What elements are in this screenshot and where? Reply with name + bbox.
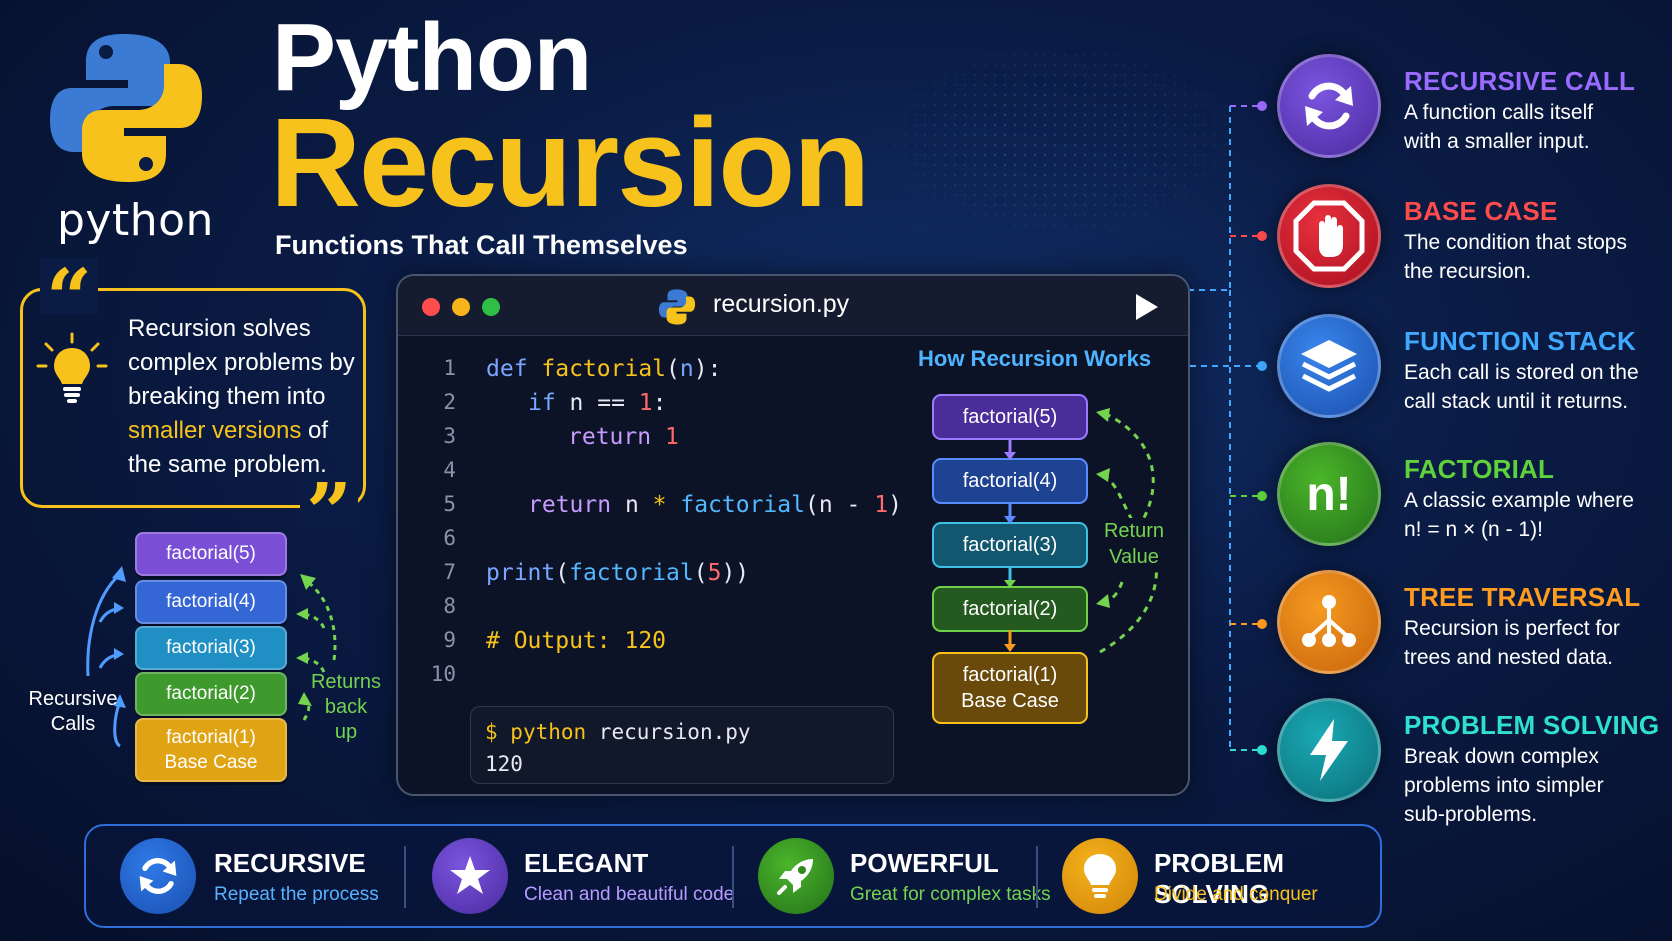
minimize-window-button[interactable] [452,298,470,316]
file-name: recursion.py [713,290,850,318]
refresh-icon [120,838,196,914]
maximize-window-button[interactable] [482,298,500,316]
terminal-result: 120 [485,752,523,776]
feature-title-factorial: FACTORIAL [1404,454,1555,484]
refresh-icon [1277,54,1381,158]
benefit-sub-recursive: Repeat the process [214,884,379,905]
close-quote-icon: ” [300,472,359,528]
benefit-sub-problem-solving: Divide and conquer [1154,884,1318,905]
flow-item-factorial-1-base-case: factorial(1) Base Case [932,652,1088,724]
feature-title-function-stack: FUNCTION STACK [1404,326,1636,356]
code-line-1: def factorial(n): [486,356,722,382]
code-line-9-comment: # Output: 120 [486,628,667,654]
stack-item-factorial-5: factorial(5) [135,532,287,576]
terminal-output: $ python recursion.py 120 [470,706,894,784]
stop-hand-icon [1277,184,1381,288]
divider [404,846,406,908]
code-line-7: print(factorial(5)) [486,560,750,586]
divider [732,846,734,908]
stack-item-factorial-1-base-case: factorial(1) Base Case [135,718,287,782]
code-line-5: return n * factorial(n - 1) [528,492,902,518]
benefit-sub-powerful: Great for complex tasks [850,884,1051,905]
close-window-button[interactable] [422,298,440,316]
feature-title-tree-traversal: TREE TRAVERSAL [1404,582,1641,612]
page-title-line1: Python [272,4,592,111]
returns-back-arrows-icon [296,574,337,721]
how-recursion-works-title: How Recursion Works [918,346,1152,371]
editor-titlebar: recursion.py [398,276,1188,336]
lightbulb-icon [36,332,108,403]
divider [1036,846,1038,908]
line-number: 4 [443,458,456,482]
flow-item-factorial-5: factorial(5) [932,394,1088,440]
line-number: 10 [430,662,456,686]
line-number: 2 [443,390,456,414]
layers-icon [1277,314,1381,418]
quote-box [20,288,366,508]
lightbulb-icon [1062,838,1138,914]
benefit-title-elegant: ELEGANT [524,848,649,878]
feature-title-base-case: BASE CASE [1404,196,1558,226]
rocket-icon [758,838,834,914]
code-line-2: if n == 1: [528,390,667,416]
factorial-icon: n! [1277,442,1381,546]
code-editor-window: recursion.py 1 2 3 4 5 6 7 8 9 10 def fa… [396,274,1190,796]
line-number: 5 [443,492,456,516]
return-value-label: Return Value [1094,518,1174,570]
line-number: 3 [443,424,456,448]
returns-back-up-label: Returns back up [310,671,382,743]
star-icon [432,838,508,914]
benefit-title-problem-solving: PROBLEM SOLVING [1154,848,1284,909]
recursive-calls-label: Recursive Calls [28,688,118,735]
line-number: 8 [443,594,456,618]
code-line-3: return 1 [568,424,679,450]
page-subtitle: Functions That Call Themselves [275,230,688,260]
benefit-title-powerful: POWERFUL [850,848,999,878]
line-number: 7 [443,560,456,584]
benefit-sub-elegant: Clean and beautiful code [524,884,735,905]
dot-pattern [880,40,1240,240]
stack-item-factorial-4: factorial(4) [135,580,287,624]
run-play-icon[interactable] [1136,294,1158,320]
feature-connector-lines [1190,101,1267,755]
tree-icon [1277,570,1381,674]
python-wordmark: python [57,195,214,246]
line-number: 1 [443,356,456,380]
lightning-icon [1277,698,1381,802]
feature-title-problem-solving: PROBLEM SOLVING [1404,710,1660,740]
line-number: 9 [443,628,456,652]
python-logo-icon [50,34,202,182]
terminal-command: $ python recursion.py [485,720,751,744]
open-quote-icon: “ [40,258,99,314]
stack-item-factorial-3: factorial(3) [135,626,287,670]
benefit-title-recursive: RECURSIVE [214,848,366,878]
page-title-line2: Recursion [270,92,870,233]
flow-down-arrows-icon [1004,438,1016,652]
quote-text: Recursion solves complex problems by bre… [128,315,355,478]
line-number: 6 [443,526,456,550]
recursive-calls-arrows-icon [86,566,126,748]
stack-item-factorial-2: factorial(2) [135,672,287,716]
bottom-benefits-bar: RECURSIVE Repeat the process ELEGANT Cle… [84,824,1382,928]
python-file-icon [658,289,696,325]
feature-title-recursive-call: RECURSIVE CALL [1404,66,1636,96]
